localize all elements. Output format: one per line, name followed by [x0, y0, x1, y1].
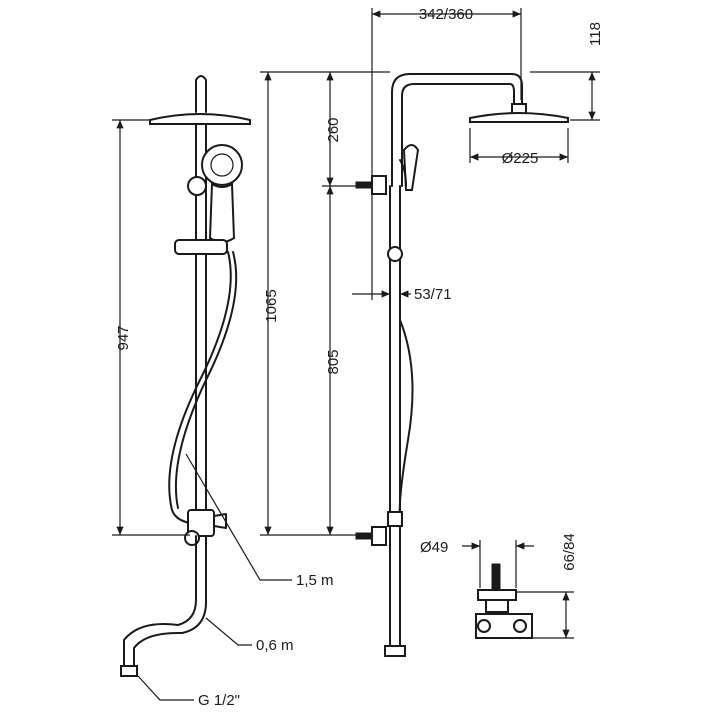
leader-thread: [137, 675, 194, 701]
lower-pipe-short-hose: [123, 535, 207, 671]
slider-knob: [187, 176, 207, 196]
hand-shower-handle: [208, 182, 236, 243]
side-hose: [398, 319, 414, 521]
hand-shower-inner-ring: [210, 153, 234, 177]
label-arm-reach: 342/360: [419, 6, 473, 23]
lower-wall-screw: [355, 532, 373, 540]
label-rail-height: 947: [115, 325, 132, 350]
side-hand-shower: [402, 144, 420, 191]
upper-wall-bracket: [371, 175, 387, 195]
label-lower-height: 805: [325, 349, 342, 374]
side-view: [355, 73, 569, 657]
side-rail: [389, 185, 401, 651]
rail-cap: [195, 75, 207, 113]
side-hand-shower-stem: [399, 159, 407, 187]
label-wall-offset: 53/71: [414, 286, 452, 303]
overhead-shower-head: [149, 113, 251, 125]
hose-long-edge: [175, 251, 238, 509]
lower-wall-bracket: [371, 526, 387, 546]
front-view: [120, 75, 251, 677]
label-overall-height: 1065: [263, 289, 280, 322]
diverter-handle: [213, 513, 227, 529]
valve-spindle: [491, 563, 501, 593]
upper-wall-screw: [355, 181, 373, 189]
valve-right-port: [513, 619, 527, 633]
valve-left-port: [477, 619, 491, 633]
shower-arm-inner: [401, 83, 515, 187]
valve-cap: [477, 589, 517, 601]
callout-thread: G 1/2": [198, 692, 240, 709]
valve-neck: [485, 599, 509, 613]
label-valve-diameter: Ø49: [420, 539, 448, 556]
leader-hose-short: [205, 617, 252, 646]
label-valve-depth: 66/84: [561, 533, 578, 571]
side-diverter: [387, 511, 403, 527]
hand-shower-holder: [174, 239, 228, 255]
side-slider-knob: [387, 246, 403, 262]
valve-detail: [475, 563, 533, 639]
diverter-body: [187, 509, 215, 537]
side-bottom-fitting: [384, 645, 406, 657]
hand-shower-face: [201, 144, 243, 186]
label-arm-drop: 260: [325, 117, 342, 142]
leader-hose-long: [185, 453, 292, 581]
label-head-diameter: Ø225: [502, 150, 539, 167]
side-shower-head: [469, 112, 569, 123]
label-head-height: 118: [587, 22, 604, 46]
callout-hose-long: 1,5 m: [296, 572, 334, 589]
callout-hose-short: 0,6 m: [256, 637, 294, 654]
hose-long: [168, 251, 232, 525]
thread-fitting: [120, 665, 138, 677]
